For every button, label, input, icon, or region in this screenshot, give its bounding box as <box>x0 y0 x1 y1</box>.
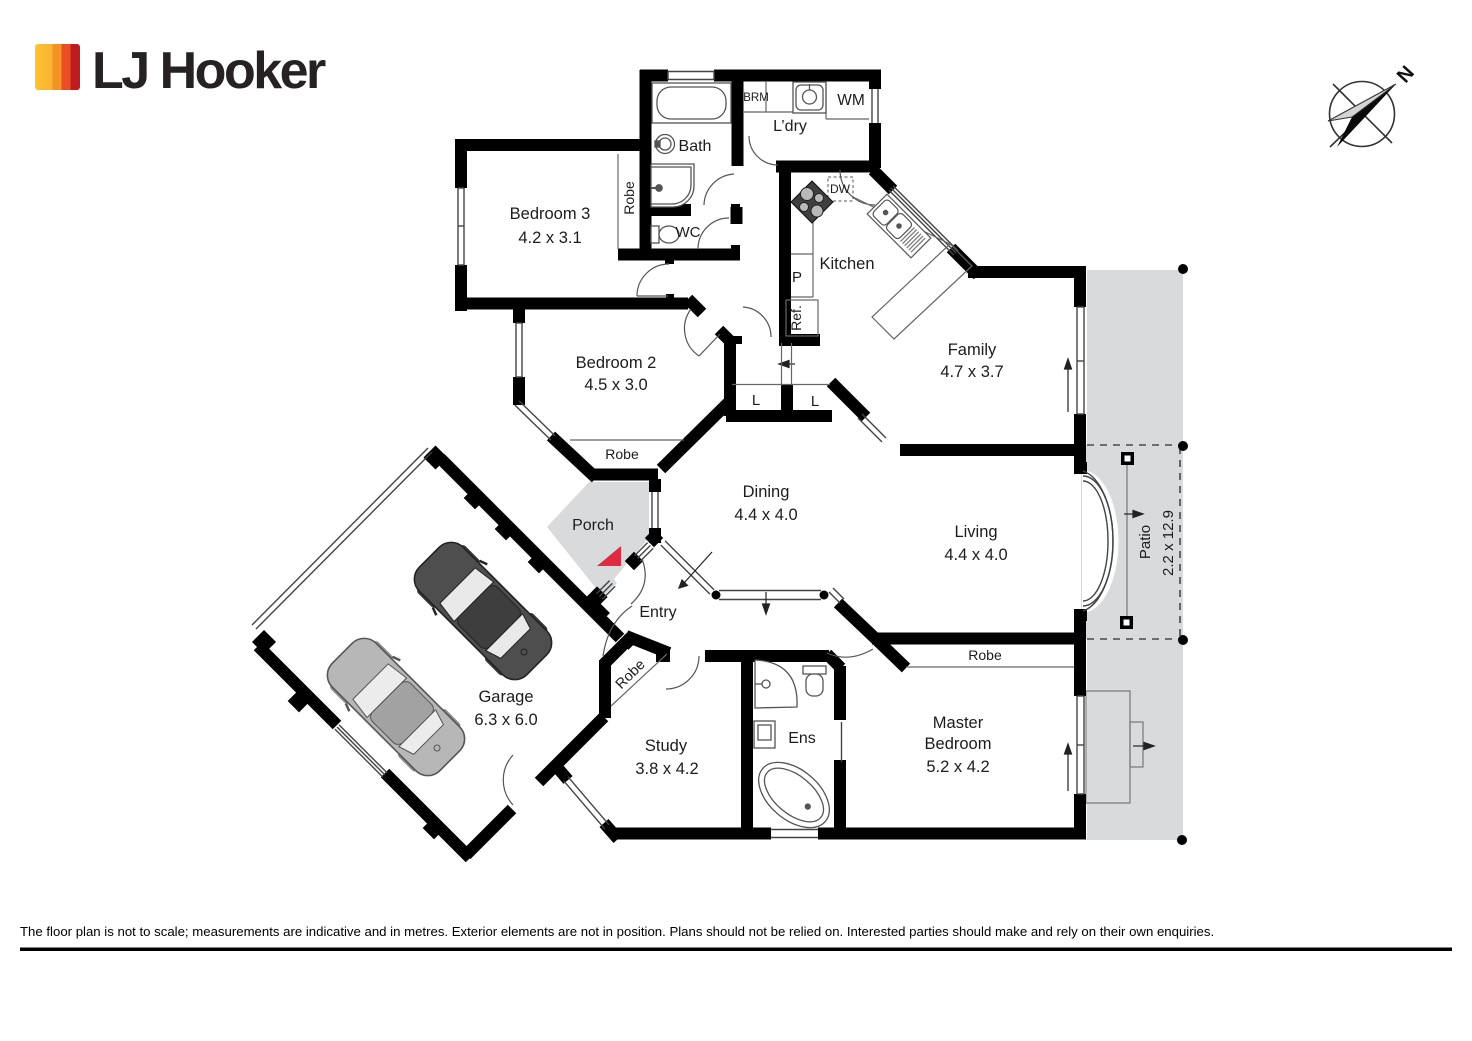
svg-text:BRM: BRM <box>743 92 769 104</box>
svg-text:5.2 x 4.2: 5.2 x 4.2 <box>926 758 989 776</box>
svg-text:4.4 x 4.0: 4.4 x 4.0 <box>734 506 797 524</box>
svg-text:Kitchen: Kitchen <box>819 255 874 273</box>
svg-text:The floor plan is not to scale: The floor plan is not to scale; measurem… <box>20 924 1214 939</box>
svg-text:Living: Living <box>954 523 997 541</box>
svg-text:LJ Hooker: LJ Hooker <box>92 42 326 100</box>
svg-text:4.7 x 3.7: 4.7 x 3.7 <box>940 363 1003 381</box>
svg-text:Study: Study <box>645 737 688 755</box>
svg-text:Robe: Robe <box>968 647 1002 663</box>
svg-text:L: L <box>752 392 760 409</box>
svg-text:Porch: Porch <box>572 517 614 534</box>
svg-text:Ens: Ens <box>788 730 816 747</box>
svg-text:Robe: Robe <box>605 446 639 462</box>
svg-text:DW: DW <box>830 182 851 196</box>
svg-text:L’dry: L’dry <box>773 118 807 135</box>
svg-text:4.5 x 3.0: 4.5 x 3.0 <box>584 376 647 394</box>
svg-text:Family: Family <box>948 341 997 359</box>
svg-text:4.2 x 3.1: 4.2 x 3.1 <box>518 229 581 247</box>
svg-text:Bedroom 2: Bedroom 2 <box>576 354 657 372</box>
svg-text:Entry: Entry <box>639 604 676 621</box>
svg-text:Dining: Dining <box>743 483 790 501</box>
svg-text:Bath: Bath <box>679 138 712 155</box>
svg-text:L: L <box>811 393 819 410</box>
svg-text:Bedroom 3: Bedroom 3 <box>510 205 591 223</box>
svg-text:Patio: Patio <box>1137 525 1154 559</box>
svg-text:WM: WM <box>837 92 865 109</box>
svg-text:P: P <box>792 269 802 286</box>
svg-text:Master: Master <box>933 714 984 732</box>
svg-text:2.2 x 12.9: 2.2 x 12.9 <box>1160 510 1177 576</box>
svg-text:6.3 x 6.0: 6.3 x 6.0 <box>474 711 537 729</box>
svg-text:Robe: Robe <box>621 181 637 215</box>
svg-text:WC: WC <box>676 224 701 241</box>
svg-text:Garage: Garage <box>478 688 533 706</box>
svg-text:Ref.: Ref. <box>788 305 804 331</box>
svg-text:3.8 x 4.2: 3.8 x 4.2 <box>635 760 698 778</box>
svg-text:Bedroom: Bedroom <box>925 735 992 753</box>
svg-text:4.4 x 4.0: 4.4 x 4.0 <box>944 546 1007 564</box>
